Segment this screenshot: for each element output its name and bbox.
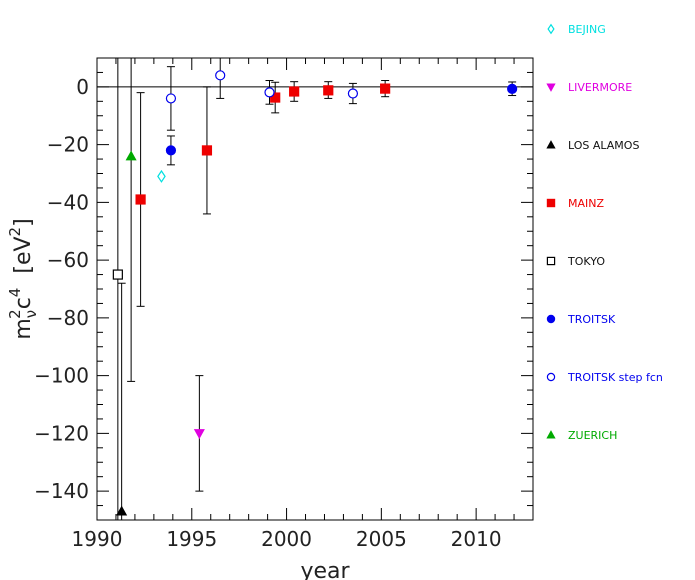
- legend-label: LIVERMORE: [568, 81, 632, 94]
- legend-item: LOS ALAMOS: [546, 139, 639, 152]
- y-title-c: c: [11, 297, 36, 309]
- x-tick-label: 1995: [166, 527, 217, 551]
- legend-label: MAINZ: [568, 197, 604, 210]
- legend-marker: [546, 314, 556, 324]
- plot-frame: [96, 57, 534, 521]
- y-title-pow4: 4: [6, 288, 24, 298]
- legend-marker: [546, 83, 556, 92]
- legend-marker: [546, 140, 556, 149]
- legend-item: TROITSK step fcn: [546, 371, 663, 384]
- legend-label: TOKYO: [567, 255, 605, 268]
- data-point: [112, 269, 123, 280]
- data-point: [289, 86, 300, 97]
- y-tick-label: −120: [34, 421, 89, 445]
- legend-label: TROITSK: [567, 313, 616, 326]
- y-axis-title: mν2c4[eV2]: [6, 218, 40, 339]
- y-tick-label: −60: [47, 248, 89, 272]
- y-title-sq1: 2: [6, 309, 24, 319]
- y-tick-label: −140: [34, 479, 89, 503]
- legend-item: LIVERMORE: [546, 81, 632, 94]
- data-point: [380, 83, 391, 94]
- y-axis-ticks: 0 −20 −40 −60 −80 −100 −120 −140: [34, 57, 533, 521]
- plot-area: 1990 1995 2000 2005 2010 0 −20 −40 −60 −80 −100 −1…: [34, 57, 534, 551]
- data-point: [507, 83, 518, 94]
- legend-label: LOS ALAMOS: [568, 139, 639, 152]
- data-point: [270, 92, 281, 103]
- x-axis-title: year: [300, 559, 350, 580]
- y-tick-label: −80: [47, 306, 89, 330]
- data-point: [347, 88, 359, 99]
- legend-label: TROITSK step fcn: [567, 371, 663, 384]
- data-point: [193, 429, 205, 440]
- legend-item: TROITSK: [546, 313, 616, 326]
- data-point: [157, 169, 166, 183]
- legend-item: ZUERICH: [546, 429, 617, 442]
- data-point: [323, 85, 334, 96]
- data-point: [116, 505, 128, 516]
- legend-item: BEJING: [547, 23, 606, 36]
- y-tick-label: −100: [34, 364, 89, 388]
- legend: BEJING LIVERMORE LOS ALAMOS MAINZ TOKYO TROIT…: [546, 23, 663, 442]
- data-markers: [112, 70, 518, 516]
- y-title-close: ]: [11, 218, 36, 227]
- y-tick-label: −40: [47, 190, 89, 214]
- legend-item: TOKYO: [546, 255, 605, 268]
- y-title-open: [eV: [11, 236, 36, 273]
- legend-marker: [546, 256, 556, 266]
- x-tick-label: 2010: [451, 527, 502, 551]
- y-tick-label: −20: [47, 133, 89, 157]
- legend-marker: [547, 23, 555, 35]
- data-point: [165, 93, 177, 104]
- data-point: [215, 70, 226, 81]
- data-point: [135, 194, 146, 205]
- data-point: [125, 150, 137, 161]
- error-bars: [113, 57, 517, 521]
- y-title-sq2: 2: [6, 227, 24, 237]
- y-title-nu: ν: [22, 310, 40, 318]
- x-tick-label: 2005: [356, 527, 407, 551]
- y-tick-label: 0: [76, 75, 89, 99]
- y-title-m: m: [11, 318, 36, 339]
- x-axis-ticks: 1990 1995 2000 2005 2010: [72, 58, 534, 551]
- data-point: [165, 145, 177, 156]
- legend-marker: [546, 430, 556, 439]
- legend-marker: [546, 372, 556, 382]
- legend-marker: [546, 198, 556, 208]
- legend-label: BEJING: [568, 23, 606, 36]
- data-point: [264, 87, 275, 98]
- x-tick-label: 2000: [261, 527, 312, 551]
- legend-item: MAINZ: [546, 197, 604, 210]
- legend-label: ZUERICH: [568, 429, 617, 442]
- data-point: [201, 145, 213, 156]
- svg-text:mν2c4[eV2]: mν2c4[eV2]: [6, 218, 40, 339]
- x-tick-label: 1990: [72, 527, 123, 551]
